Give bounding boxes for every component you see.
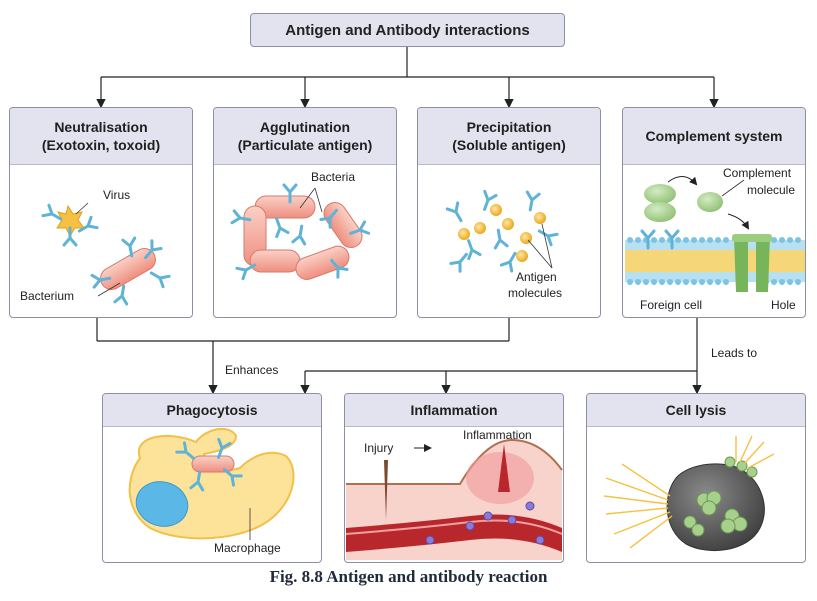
macrophage-icon <box>128 427 295 540</box>
antigen-label: Antigen <box>516 270 557 284</box>
neutralisation-title: Neutralisation <box>54 119 148 135</box>
neutralisation-subtitle: (Exotoxin, toxoid) <box>41 137 161 153</box>
complement-molecule-label: Complement <box>723 166 792 180</box>
injury-splinter-icon <box>384 460 388 520</box>
inflammation-label: Inflammation <box>463 428 532 442</box>
molecules-label: molecules <box>508 286 563 300</box>
tissue-icon <box>345 438 563 560</box>
precipitation-subtitle: (Soluble antigen) <box>452 137 566 153</box>
diagram-title: Antigen and Antibody interactions <box>250 13 565 47</box>
bacterium-label: Bacterium <box>20 289 75 303</box>
membrane-pore-icon <box>732 234 772 292</box>
lysed-cell-icon <box>666 456 765 551</box>
figure-caption: Fig. 8.8 Antigen and antibody reaction <box>269 567 548 586</box>
hole-label: Hole <box>771 298 796 312</box>
inflammation-title: Inflammation <box>410 402 498 418</box>
agglutination-subtitle: (Particulate antigen) <box>237 137 373 153</box>
bacteria-label: Bacteria <box>311 170 356 184</box>
macrophage-label: Macrophage <box>214 541 281 555</box>
complement-molecule-icon <box>644 184 723 222</box>
complement-title: Complement system <box>645 128 783 144</box>
complement-molecule-label-2: molecule <box>747 183 796 197</box>
precipitation-title: Precipitation <box>466 119 552 135</box>
bacterium-icon <box>100 248 156 290</box>
virus-label: Virus <box>103 188 131 202</box>
antigen-lattice-icon <box>458 204 546 262</box>
foreign-cell-label: Foreign cell <box>640 298 703 312</box>
leads-to-label: Leads to <box>711 346 758 360</box>
injury-label: Injury <box>364 441 394 455</box>
phagocytosis-title: Phagocytosis <box>166 402 258 418</box>
leakage-arrows <box>603 435 775 549</box>
agglutination-title: Agglutination <box>259 119 351 135</box>
enhances-label: Enhances <box>225 363 279 377</box>
membrane-icon <box>625 237 805 285</box>
precipitation-box: Precipitation (Soluble antigen) <box>417 107 601 318</box>
cell-lysis-title: Cell lysis <box>665 402 727 418</box>
